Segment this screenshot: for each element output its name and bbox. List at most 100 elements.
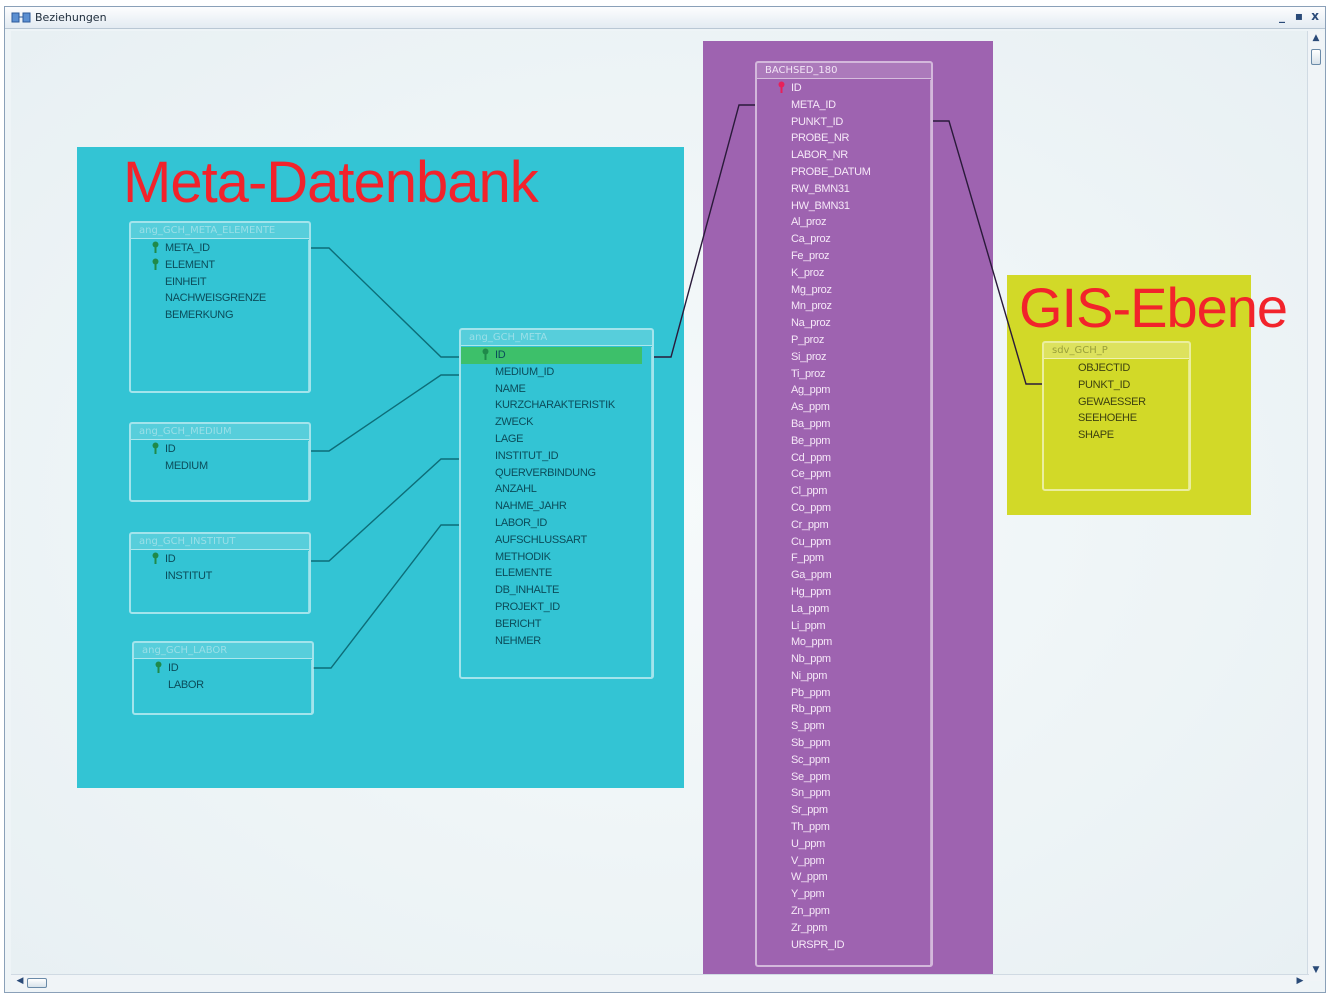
table-field[interactable]: Zr_ppm xyxy=(757,920,921,937)
table-field[interactable]: Ni_ppm xyxy=(757,668,921,685)
table-field[interactable]: Zn_ppm xyxy=(757,903,921,920)
table-field[interactable]: Se_ppm xyxy=(757,769,921,786)
table-field[interactable]: Co_ppm xyxy=(757,500,921,517)
table-field[interactable]: Sb_ppm xyxy=(757,735,921,752)
table-field[interactable]: Th_ppm xyxy=(757,819,921,836)
table-field[interactable]: QUERVERBINDUNG xyxy=(461,465,642,482)
table-field[interactable]: NAME xyxy=(461,381,642,398)
table-field[interactable]: PROBE_DATUM xyxy=(757,164,921,181)
table-field[interactable]: NACHWEISGRENZE xyxy=(131,290,299,307)
table-field[interactable]: PROJEKT_ID xyxy=(461,599,642,616)
table-field[interactable]: Si_proz xyxy=(757,349,921,366)
table-field[interactable]: Mg_proz xyxy=(757,282,921,299)
table-field[interactable]: ELEMENTE xyxy=(461,565,642,582)
table-field[interactable]: SEEHOEHE xyxy=(1044,410,1179,427)
table-field[interactable]: META_ID xyxy=(131,240,299,257)
table-field[interactable]: Mn_proz xyxy=(757,298,921,315)
table-field[interactable]: Fe_proz xyxy=(757,248,921,265)
table-field[interactable]: EINHEIT xyxy=(131,274,299,291)
table-field[interactable]: Ce_ppm xyxy=(757,466,921,483)
table-field[interactable]: Cu_ppm xyxy=(757,534,921,551)
table-field[interactable]: OBJECTID xyxy=(1044,360,1179,377)
table-field[interactable]: METHODIK xyxy=(461,549,642,566)
table-field[interactable]: DB_INHALTE xyxy=(461,582,642,599)
table-field[interactable]: ID xyxy=(757,80,921,97)
table-field[interactable]: La_ppm xyxy=(757,601,921,618)
table-field[interactable]: Nb_ppm xyxy=(757,651,921,668)
table-field[interactable]: LABOR_ID xyxy=(461,515,642,532)
minimize-button[interactable]: _ xyxy=(1279,9,1285,23)
vertical-scroll-thumb[interactable] xyxy=(1311,49,1321,65)
table-field[interactable]: Li_ppm xyxy=(757,618,921,635)
table-field[interactable]: PUNKT_ID xyxy=(757,114,921,131)
table-field[interactable]: INSTITUT_ID xyxy=(461,448,642,465)
table-field[interactable]: Sr_ppm xyxy=(757,802,921,819)
table-field[interactable]: Be_ppm xyxy=(757,433,921,450)
table-field[interactable]: ID xyxy=(131,441,299,458)
scroll-up-icon[interactable]: ▲ xyxy=(1312,33,1320,43)
table-field[interactable]: Cd_ppm xyxy=(757,450,921,467)
table-field[interactable]: U_ppm xyxy=(757,836,921,853)
table-field[interactable]: W_ppm xyxy=(757,869,921,886)
table-field[interactable]: P_proz xyxy=(757,332,921,349)
table-field[interactable]: GEWAESSER xyxy=(1044,394,1179,411)
horizontal-scrollbar[interactable]: ◀ ▶ xyxy=(11,974,1309,990)
scroll-down-icon[interactable]: ▼ xyxy=(1312,965,1320,975)
table-field[interactable]: Cr_ppm xyxy=(757,517,921,534)
table-field[interactable]: F_ppm xyxy=(757,550,921,567)
table-field[interactable]: NEHMER xyxy=(461,633,642,650)
table-field[interactable]: Rb_ppm xyxy=(757,701,921,718)
table-field[interactable]: AUFSCHLUSSART xyxy=(461,532,642,549)
table-field[interactable]: ID xyxy=(134,660,302,677)
table-field[interactable]: Pb_ppm xyxy=(757,685,921,702)
table-field[interactable]: NAHME_JAHR xyxy=(461,498,642,515)
table-field[interactable]: HW_BMN31 xyxy=(757,198,921,215)
table-field[interactable]: ID xyxy=(461,347,642,364)
table-field[interactable]: Ag_ppm xyxy=(757,382,921,399)
table-field[interactable]: RW_BMN31 xyxy=(757,181,921,198)
table-field[interactable]: BERICHT xyxy=(461,616,642,633)
table-field[interactable]: SHAPE xyxy=(1044,427,1179,444)
table-field[interactable]: MEDIUM xyxy=(131,458,299,475)
table-field[interactable]: Ca_proz xyxy=(757,231,921,248)
table-field[interactable]: Na_proz xyxy=(757,315,921,332)
table-field[interactable]: Y_ppm xyxy=(757,886,921,903)
table-field[interactable]: Ga_ppm xyxy=(757,567,921,584)
table-field[interactable]: LABOR_NR xyxy=(757,147,921,164)
table-field[interactable]: K_proz xyxy=(757,265,921,282)
table-field[interactable]: META_ID xyxy=(757,97,921,114)
table-field[interactable]: ELEMENT xyxy=(131,257,299,274)
maximize-button[interactable]: ▪ xyxy=(1294,9,1303,23)
table-field[interactable]: S_ppm xyxy=(757,718,921,735)
table-field[interactable]: PROBE_NR xyxy=(757,130,921,147)
table-field[interactable]: V_ppm xyxy=(757,853,921,870)
table-field[interactable]: Cl_ppm xyxy=(757,483,921,500)
table-field[interactable]: Ba_ppm xyxy=(757,416,921,433)
vertical-scrollbar[interactable]: ▲ ▼ xyxy=(1307,31,1323,981)
table-field[interactable]: INSTITUT xyxy=(131,568,299,585)
table-field[interactable]: KURZCHARAKTERISTIK xyxy=(461,397,642,414)
table-field[interactable]: MEDIUM_ID xyxy=(461,364,642,381)
table-field[interactable]: ANZAHL xyxy=(461,481,642,498)
table-field[interactable]: Sn_ppm xyxy=(757,785,921,802)
table-field[interactable]: Ti_proz xyxy=(757,366,921,383)
table-field[interactable]: Al_proz xyxy=(757,214,921,231)
scroll-right-icon[interactable]: ▶ xyxy=(1296,976,1304,986)
table-field[interactable]: Hg_ppm xyxy=(757,584,921,601)
table-field[interactable]: As_ppm xyxy=(757,399,921,416)
diagram-canvas[interactable]: Meta-Datenbank GIS-Ebene ang_GCH_META_EL… xyxy=(11,31,1309,981)
table-field[interactable]: BEMERKUNG xyxy=(131,307,299,324)
close-button[interactable]: x xyxy=(1311,9,1319,23)
table-field[interactable]: PUNKT_ID xyxy=(1044,377,1179,394)
table-field[interactable]: ID xyxy=(131,551,299,568)
table-field[interactable]: ZWECK xyxy=(461,414,642,431)
table-field[interactable]: LAGE xyxy=(461,431,642,448)
table-field[interactable]: LABOR xyxy=(134,677,302,694)
